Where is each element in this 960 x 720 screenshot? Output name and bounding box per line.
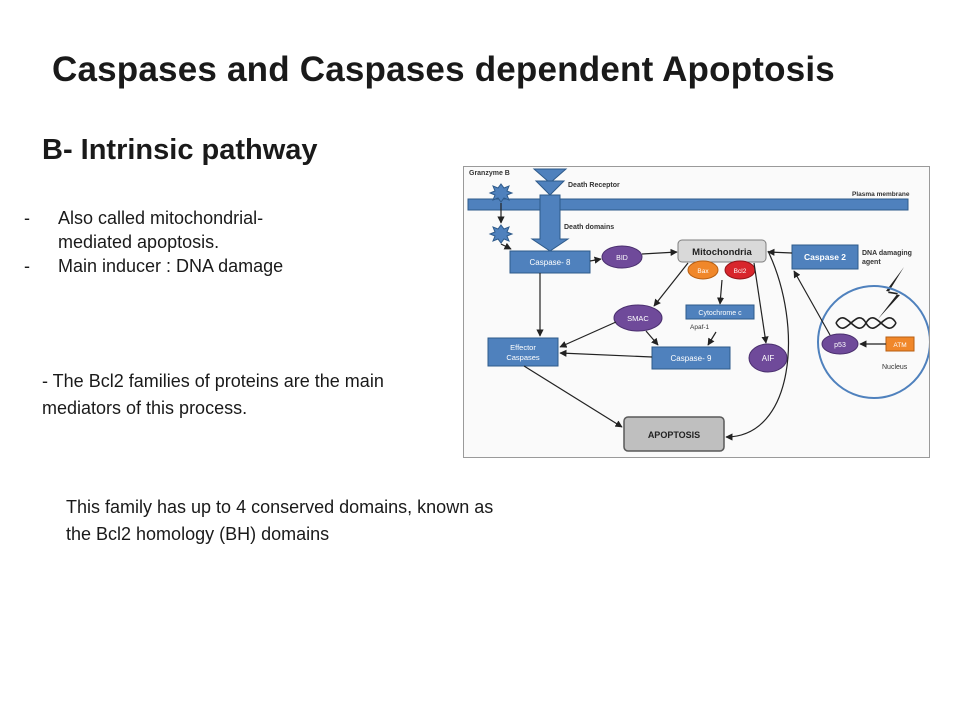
pathway-diagram-svg: Plasma membrane Granzyme B Death Recepto… xyxy=(467,168,929,452)
caspase8-to-bid-arrow xyxy=(589,256,602,264)
bullet-item: - Also called mitochondrial- mediated ap… xyxy=(24,206,283,254)
mitochondria-box xyxy=(677,239,767,263)
death-receptor-label: Death Receptor xyxy=(568,182,620,189)
atm-label: ATM xyxy=(893,342,906,349)
bid-to-mitochondria-arrow xyxy=(641,248,678,256)
death-domains-label: Death domains xyxy=(564,224,614,231)
smac-to-effector-arrow xyxy=(559,321,617,348)
bax-label: Bax xyxy=(697,268,709,275)
granzyme-star-icon xyxy=(488,224,514,244)
bcl2-label: Bcl2 xyxy=(734,268,747,275)
bullet-line: Main inducer : DNA damage xyxy=(58,256,284,276)
dna-damaging-label: DNA damaging xyxy=(862,250,912,257)
smac-label: SMAC xyxy=(627,314,649,323)
effector-caspases-label: Effector xyxy=(510,343,536,352)
caspase2-to-mitochondria-arrow xyxy=(767,248,793,256)
aif-label: AIF xyxy=(762,354,775,363)
apaf1-label: Apaf-1 xyxy=(690,324,710,331)
dna-damaging-label: agent xyxy=(862,259,881,266)
effector-to-apoptosis-arrow xyxy=(523,365,623,428)
smac-node xyxy=(613,304,663,332)
mitochondria-to-smac-arrow xyxy=(653,262,689,307)
nucleus-circle xyxy=(817,285,929,399)
bullet-list: - Also called mitochondrial- mediated ap… xyxy=(24,206,283,278)
death-receptor-ligand xyxy=(532,168,568,184)
bullet-marker: - xyxy=(24,208,30,228)
caspase9-box xyxy=(651,346,731,370)
p53-label: p53 xyxy=(834,342,846,349)
bh-domains-paragraph: This family has up to 4 conserved domain… xyxy=(66,497,494,544)
bid-label: BID xyxy=(616,255,628,262)
caspase8-box xyxy=(509,250,591,274)
p53-node xyxy=(821,333,859,355)
granzyme-label: Granzyme B xyxy=(469,170,510,177)
slide-subtitle: B- Intrinsic pathway xyxy=(42,134,318,166)
bax-node xyxy=(687,260,719,280)
caspase9-to-effector-arrow xyxy=(559,349,653,358)
mitochondria-label: Mitochondria xyxy=(692,247,752,258)
dna-helix-icon xyxy=(835,317,897,329)
bid-node xyxy=(601,245,643,269)
bullet-marker: - xyxy=(24,256,30,276)
apoptosis-label: APOPTOSIS xyxy=(648,430,700,440)
apoptosis-box xyxy=(623,416,725,452)
mitochondria-to-cytochrome-arrow xyxy=(716,279,725,305)
slide-title: Caspases and Caspases dependent Apoptosi… xyxy=(52,50,835,89)
bullet-line: Also called mitochondrial- xyxy=(58,208,264,228)
bullet-line: mediated apoptosis. xyxy=(58,232,220,252)
plasma-membrane-label: Plasma membrane xyxy=(852,191,910,198)
caspase2-box xyxy=(791,244,859,270)
death-domain-arrow xyxy=(530,194,570,252)
caspase8-label: Caspase- 8 xyxy=(530,258,571,267)
effector-caspases-box xyxy=(487,337,559,367)
granzyme-arrow xyxy=(500,242,512,250)
plasma-membrane-bar xyxy=(467,198,909,211)
cytochrome-c-box xyxy=(685,304,755,320)
bullet-item: - Main inducer : DNA damage xyxy=(24,254,283,278)
mitochondria-to-aif-arrow xyxy=(753,262,769,344)
nucleus-label: Nucleus xyxy=(882,364,908,371)
bcl2-paragraph: - The Bcl2 families of proteins are the … xyxy=(42,371,384,418)
caspase2-label: Caspase 2 xyxy=(804,252,846,262)
aif-to-apoptosis-arrow xyxy=(725,250,789,441)
smac-to-caspase9-arrow xyxy=(645,330,659,346)
intrinsic-pathway-diagram: Plasma membrane Granzyme B Death Recepto… xyxy=(463,166,930,458)
lightning-bolt-icon xyxy=(878,267,904,319)
cytochrome-to-caspase9-arrow xyxy=(707,331,717,346)
caspase9-label: Caspase- 9 xyxy=(671,354,712,363)
cytochrome-c-label: Cytochrome c xyxy=(698,310,742,317)
p53-to-caspase2-arrow xyxy=(793,270,831,336)
death-receptor xyxy=(534,180,566,196)
effector-caspases-label: Caspases xyxy=(506,353,540,362)
aif-node xyxy=(748,343,788,373)
granzyme-star-icon xyxy=(488,183,514,203)
